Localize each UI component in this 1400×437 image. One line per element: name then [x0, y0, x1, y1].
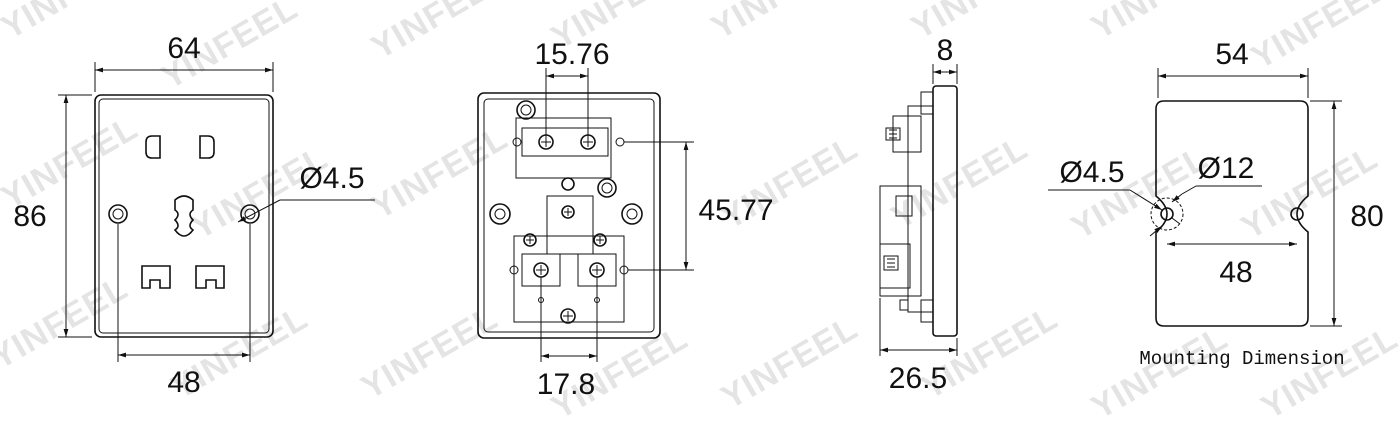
socket-body [907, 105, 934, 313]
mounting-hole [489, 203, 511, 225]
watermark: YINFEEL [1255, 319, 1400, 427]
socket-pin-slot [145, 135, 161, 159]
watermark: YINFEEL [365, 119, 514, 227]
mounting-view: 54 80 48 Ø4.5 Ø12 Mounting Dimension [1048, 38, 1384, 370]
mounting-cutout [1155, 100, 1309, 327]
mounting-hole [621, 203, 643, 225]
hole-spacing-dimension: 48 [167, 366, 200, 399]
height-dimension: 86 [13, 200, 46, 233]
watermark: YINFEEL [905, 0, 1054, 47]
back-plate [477, 92, 661, 339]
hole-diameter-dimension: Ø4.5 [299, 162, 364, 195]
front-view: 64 86 48 Ø4.5 [13, 32, 375, 399]
back-view: 15.76 45.77 17.8 [477, 38, 774, 401]
watermark: YINFEEL [1065, 139, 1214, 247]
face-plate [94, 94, 274, 338]
socket-pin-slot [195, 265, 225, 289]
watermark: YINFEEL [1085, 0, 1234, 47]
width-dimension: 64 [167, 32, 200, 65]
mounting-hole-spacing: 48 [1219, 256, 1252, 289]
watermark: YINFEEL [715, 309, 864, 417]
terminal-spacing-vertical: 45.77 [698, 194, 773, 227]
watermark: YINFEEL [0, 0, 144, 47]
plate-thickness-dimension: 8 [937, 34, 954, 67]
total-depth-dimension: 26.5 [889, 362, 947, 395]
socket-pin-slot [199, 135, 215, 159]
terminal-spacing-top: 15.76 [534, 38, 609, 71]
cutout-width-dimension: 54 [1215, 38, 1248, 71]
screw [560, 308, 576, 324]
watermark: YINFEEL [1085, 319, 1234, 427]
terminal-spacing-bottom: 17.8 [537, 368, 595, 401]
mounting-hole [108, 204, 128, 224]
large-hole-diameter: Ø12 [1198, 152, 1255, 185]
small-hole [1160, 207, 1174, 221]
upper-terminal-block [515, 117, 612, 179]
small-hole-diameter: Ø4.5 [1059, 156, 1124, 189]
watermark: YINFEEL [885, 129, 1034, 237]
watermark: YINFEEL [705, 0, 854, 47]
watermark: YINFEEL [0, 269, 134, 377]
earth-slot [173, 195, 195, 237]
mounting-hole [240, 204, 260, 224]
watermark: YINFEEL [1245, 0, 1394, 77]
socket-pin-slot [141, 265, 171, 289]
large-hole-outline [1150, 197, 1184, 231]
earth-terminal [546, 195, 594, 255]
small-hole [1290, 207, 1304, 221]
watermark: YINFEEL [365, 0, 514, 67]
screw [597, 178, 617, 198]
watermark: YINFEEL [355, 299, 504, 407]
lower-terminal-block [513, 235, 625, 323]
mounting-caption: Mounting Dimension [1139, 348, 1344, 370]
side-view: 8 26.5 [879, 34, 958, 395]
cutout-height-dimension: 80 [1350, 200, 1383, 233]
screw [516, 100, 536, 120]
